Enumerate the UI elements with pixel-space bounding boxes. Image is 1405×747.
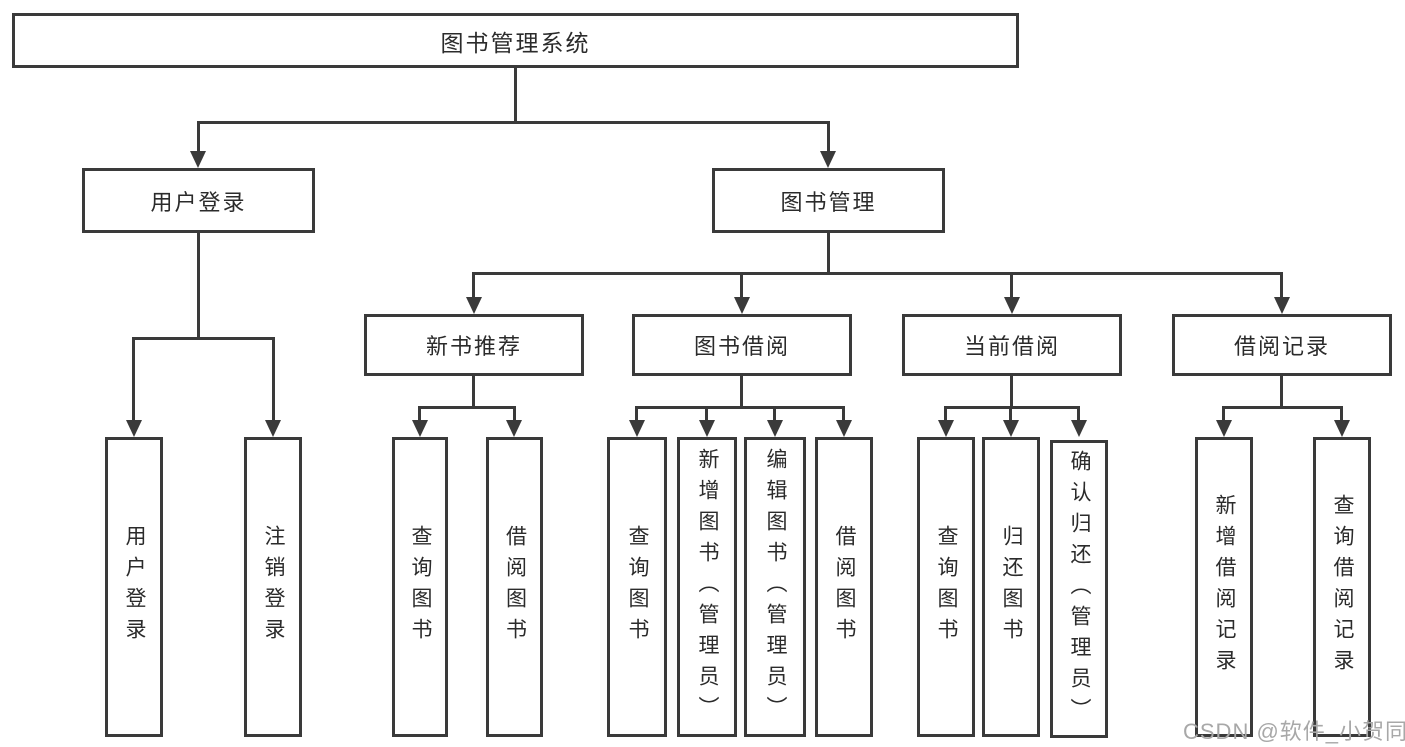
connector-current-stub-2: [1009, 406, 1012, 421]
connector-root-vertical: [514, 68, 517, 124]
leaf-add-borrow-record: 新增借阅记录: [1195, 437, 1253, 737]
connector-records-stub-2: [1340, 406, 1343, 421]
connector-current-vertical: [1010, 376, 1013, 409]
connector-borrow-stub-4: [842, 406, 845, 421]
watermark: CSDN @软件_小贺同学: [1183, 719, 1405, 744]
arrow-down-icon: [629, 420, 645, 437]
connector-current-stub-1: [944, 406, 947, 421]
leaf-logout: 注销登录: [244, 437, 302, 737]
arrow-down-icon: [1334, 420, 1350, 437]
connector-records-stub-1: [1222, 406, 1225, 421]
leaf-query-books-current-label: 查询图书: [935, 525, 959, 649]
arrow-down-icon: [412, 420, 428, 437]
leaf-add-borrow-record-label: 新增借阅记录: [1213, 494, 1237, 680]
leaf-query-books-recommend: 查询图书: [392, 437, 448, 737]
connector-manage-stub-2: [740, 272, 743, 298]
leaf-edit-book-admin: 编辑图书（管理员）: [744, 437, 806, 737]
connector-newbook-stub-1: [418, 406, 421, 421]
leaf-query-borrow-record-label: 查询借阅记录: [1331, 494, 1355, 680]
node-book-borrow-label: 图书借阅: [693, 334, 790, 359]
node-new-book-recommend-label: 新书推荐: [425, 334, 522, 359]
connector-login-horizontal: [132, 337, 275, 340]
arrow-down-icon: [506, 420, 522, 437]
connector-newbook-stub-2: [513, 406, 516, 421]
arrow-down-icon: [1216, 420, 1232, 437]
leaf-borrow-books-borrow: 借阅图书: [815, 437, 873, 737]
arrow-down-icon: [734, 297, 750, 314]
node-current-borrow-label: 当前借阅: [963, 334, 1060, 359]
node-borrow-records: 借阅记录: [1172, 314, 1392, 376]
connector-manage-stub-1: [472, 272, 475, 298]
node-user-login: 用户登录: [82, 168, 315, 233]
arrow-down-icon: [265, 420, 281, 437]
leaf-return-book: 归还图书: [982, 437, 1040, 737]
leaf-add-book-admin: 新增图书（管理员）: [677, 437, 737, 737]
leaf-query-books-recommend-label: 查询图书: [409, 525, 433, 649]
leaf-query-books-current: 查询图书: [917, 437, 975, 737]
connector-records-horizontal: [1222, 406, 1343, 409]
connector-manage-horizontal: [472, 272, 1283, 275]
connector-manage-stub-3: [1010, 272, 1013, 298]
connector-root-stub-left: [197, 121, 200, 152]
connector-borrow-stub-2: [705, 406, 708, 421]
leaf-query-borrow-record: 查询借阅记录: [1313, 437, 1371, 737]
arrow-down-icon: [836, 420, 852, 437]
leaf-query-books-borrow: 查询图书: [607, 437, 667, 737]
node-book-management-label: 图书管理: [780, 189, 877, 215]
node-root-system: 图书管理系统: [12, 13, 1019, 68]
connector-root-stub-right: [827, 121, 830, 152]
leaf-confirm-return-admin-label: 确认归还（管理员）: [1068, 449, 1092, 729]
node-book-management: 图书管理: [712, 168, 945, 233]
leaf-borrow-books-borrow-label: 借阅图书: [833, 525, 857, 649]
leaf-user-login-label: 用户登录: [123, 525, 147, 649]
leaf-borrow-books-recommend: 借阅图书: [486, 437, 543, 737]
connector-manage-vertical: [827, 233, 830, 275]
arrow-down-icon: [190, 151, 206, 168]
node-new-book-recommend: 新书推荐: [364, 314, 584, 376]
leaf-query-books-borrow-label: 查询图书: [626, 525, 650, 649]
connector-login-stub-right: [272, 337, 275, 421]
connector-records-vertical: [1280, 376, 1283, 409]
node-current-borrow: 当前借阅: [902, 314, 1122, 376]
arrow-down-icon: [820, 151, 836, 168]
arrow-down-icon: [1071, 420, 1087, 437]
arrow-down-icon: [767, 420, 783, 437]
connector-current-horizontal: [944, 406, 1080, 409]
arrow-down-icon: [126, 420, 142, 437]
leaf-borrow-books-recommend-label: 借阅图书: [503, 525, 527, 649]
leaf-add-book-admin-label: 新增图书（管理员）: [696, 447, 720, 727]
node-book-borrow: 图书借阅: [632, 314, 852, 376]
leaf-user-login: 用户登录: [105, 437, 163, 737]
connector-borrow-stub-1: [635, 406, 638, 421]
arrow-down-icon: [938, 420, 954, 437]
connector-login-stub-left: [132, 337, 135, 421]
leaf-confirm-return-admin: 确认归还（管理员）: [1050, 440, 1108, 738]
connector-borrow-stub-3: [773, 406, 776, 421]
connector-newbook-vertical: [472, 376, 475, 409]
connector-login-vertical: [197, 233, 200, 340]
leaf-edit-book-admin-label: 编辑图书（管理员）: [764, 447, 788, 727]
arrow-down-icon: [466, 297, 482, 314]
connector-borrow-horizontal: [635, 406, 845, 409]
leaf-return-book-label: 归还图书: [1000, 525, 1024, 649]
node-user-login-label: 用户登录: [150, 189, 247, 215]
connector-current-stub-3: [1077, 406, 1080, 421]
arrow-down-icon: [1004, 297, 1020, 314]
arrow-down-icon: [1274, 297, 1290, 314]
node-borrow-records-label: 借阅记录: [1233, 334, 1330, 359]
connector-borrow-vertical: [740, 376, 743, 409]
arrow-down-icon: [1003, 420, 1019, 437]
leaf-logout-label: 注销登录: [262, 525, 286, 649]
node-root-label: 图书管理系统: [440, 29, 591, 56]
connector-manage-stub-4: [1280, 272, 1283, 298]
arrow-down-icon: [699, 420, 715, 437]
connector-root-horizontal: [197, 121, 830, 124]
connector-newbook-horizontal: [418, 406, 516, 409]
